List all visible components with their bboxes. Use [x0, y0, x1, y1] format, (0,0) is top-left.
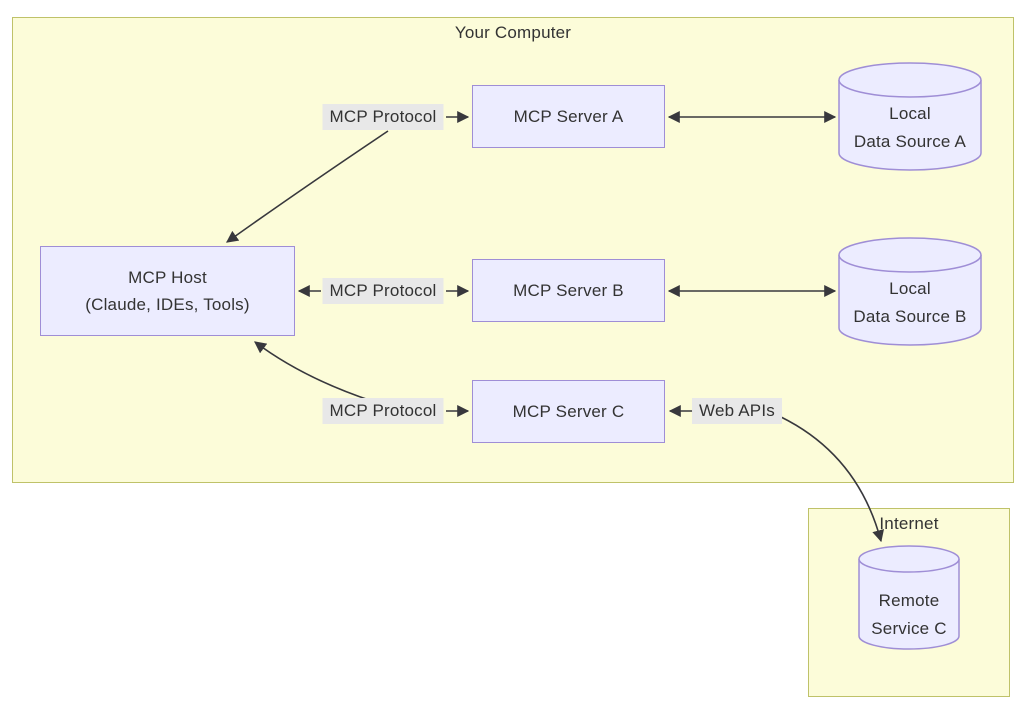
node-local-data-source-b: Local Data Source B: [838, 237, 982, 347]
node-local-data-source-a: Local Data Source A: [838, 62, 982, 172]
remote-service-c-line1: Remote: [878, 591, 940, 610]
local-data-source-a-label: Local Data Source A: [838, 100, 982, 156]
remote-service-c-line2: Service C: [871, 619, 947, 638]
cluster-your-computer-label: Your Computer: [454, 23, 572, 42]
mcp-host-label-line1: MCP Host: [128, 268, 207, 287]
local-data-source-b-line2: Data Source B: [853, 307, 967, 326]
mcp-server-c-label: MCP Server C: [512, 402, 625, 421]
database-cylinder-icon: [838, 237, 982, 346]
edge-label-web-apis: Web APIs: [692, 398, 782, 424]
local-data-source-b-label: Local Data Source B: [838, 275, 982, 331]
node-mcp-server-a: MCP Server A: [472, 85, 665, 148]
mcp-host-label-line2: (Claude, IDEs, Tools): [85, 295, 250, 314]
node-mcp-server-c: MCP Server C: [472, 380, 665, 443]
local-data-source-b-line1: Local: [889, 279, 931, 298]
node-mcp-host: MCP Host (Claude, IDEs, Tools): [40, 246, 295, 336]
edge-label-mcp-protocol-b: MCP Protocol: [322, 278, 444, 304]
remote-service-c-label: Remote Service C: [858, 587, 960, 643]
edge-label-mcp-protocol-a: MCP Protocol: [322, 104, 444, 130]
node-remote-service-c: Remote Service C: [858, 545, 960, 650]
edge-label-mcp-protocol-c: MCP Protocol: [322, 398, 444, 424]
local-data-source-a-line1: Local: [889, 104, 931, 123]
local-data-source-a-line2: Data Source A: [853, 132, 967, 151]
database-cylinder-icon: [858, 545, 960, 650]
mcp-server-b-label: MCP Server B: [513, 281, 624, 300]
database-cylinder-icon: [838, 62, 982, 171]
mcp-server-a-label: MCP Server A: [513, 107, 624, 126]
node-mcp-server-b: MCP Server B: [472, 259, 665, 322]
cluster-internet-label: Internet: [879, 514, 939, 533]
